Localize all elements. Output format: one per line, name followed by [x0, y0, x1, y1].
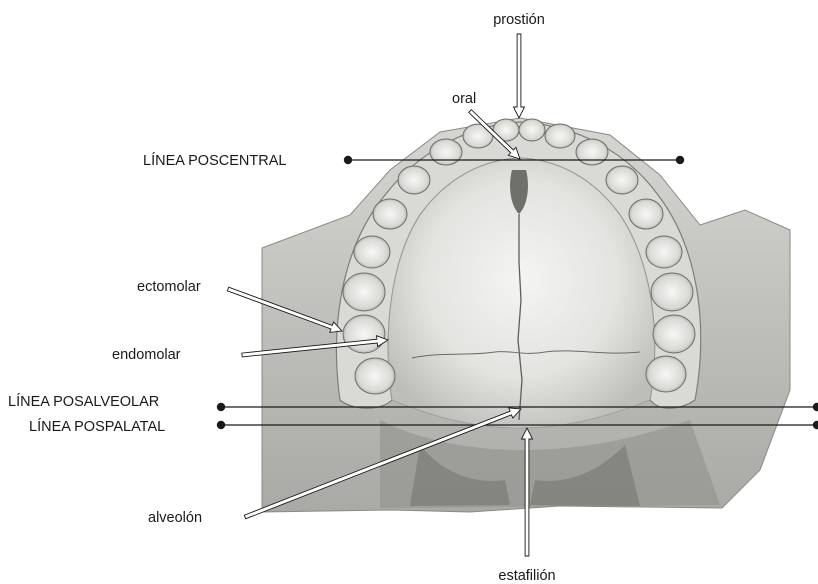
label-ectomolar: ectomolar: [137, 279, 201, 295]
label-linea-poscentral: LÍNEA POSCENTRAL: [143, 152, 286, 169]
label-estafilion: estafilión: [498, 568, 555, 584]
label-prostion: prostión: [493, 12, 545, 28]
label-alveolon: alveolón: [148, 510, 202, 526]
label-linea-posalveolar: LÍNEA POSALVEOLAR: [8, 393, 159, 410]
label-linea-pospalatal: LÍNEA POSPALATAL: [29, 418, 165, 435]
arrow-prostion: [514, 34, 525, 118]
label-endomolar: endomolar: [112, 347, 181, 363]
label-oral: oral: [452, 91, 476, 107]
